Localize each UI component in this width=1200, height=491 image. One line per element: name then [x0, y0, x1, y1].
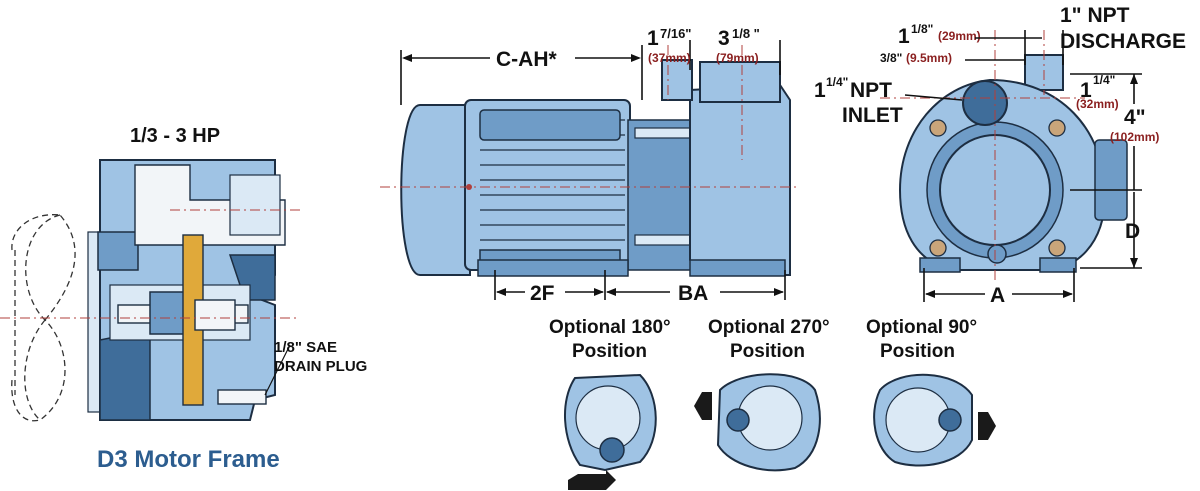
bolt-bottom-right: [1048, 239, 1066, 257]
dim-1-1-8-frac: 1/8": [911, 22, 933, 36]
dim-7-16-mm: (37mm): [648, 51, 691, 65]
bolt-bottom-left: [929, 239, 947, 257]
pump-base-foot: [689, 259, 786, 277]
d-label: D: [1125, 220, 1140, 243]
c-ah-arrow-right: [631, 54, 641, 62]
drain-plug: [217, 389, 267, 405]
optional-90-view: Optional 90° Position: [866, 317, 996, 467]
2f-arrow-right: [594, 288, 604, 296]
dim-1-1-4-main: 1: [1080, 79, 1092, 102]
optional-90-line2: Position: [880, 341, 955, 362]
optional-270-line1: Optional 270°: [708, 317, 830, 338]
bolt-top-right: [1048, 119, 1066, 137]
front-base-foot-right: [1039, 257, 1077, 273]
2f-label: 2F: [530, 282, 555, 305]
dim-4-arrow-top: [1130, 74, 1138, 84]
hp-label: 1/3 - 3 HP: [130, 125, 220, 147]
optional-90-line1: Optional 90°: [866, 317, 977, 338]
discharge-label-line1: 1" NPT: [1060, 4, 1130, 27]
dim-3-8: 3/8": [880, 51, 902, 65]
side-boss: [1094, 139, 1128, 221]
bolt-top-left: [929, 119, 947, 137]
dim-1-1-8-mm: (29mm): [938, 29, 981, 43]
optional-270-view: Optional 270° Position: [694, 317, 830, 472]
motor-end-bell: [400, 104, 471, 276]
optional-180-view: Optional 180° Position: [549, 317, 671, 490]
dim-4: 4": [1124, 106, 1146, 129]
c-ah-label: C-AH*: [496, 48, 557, 71]
pump-side-view: C-AH* 1 7/16" (37mm) 3 1/8 " (79mm) 2F B…: [380, 26, 800, 305]
dim-1-1-4-frac: 1/4": [1093, 73, 1115, 87]
a-label: A: [990, 284, 1005, 307]
inlet-frac: 1/4": [826, 75, 848, 89]
inlet-word: INLET: [842, 104, 903, 127]
discharge-arrow-down: [568, 470, 616, 490]
drain-plug-front: [987, 244, 1007, 264]
inlet-opening: [962, 80, 1008, 126]
inlet-leader: [904, 94, 963, 101]
dim-4-mm: (102mm): [1110, 130, 1159, 144]
ba-arrow-right: [774, 288, 784, 296]
motor-frame-title: D3 Motor Frame: [97, 446, 280, 473]
a-arrow-right: [1063, 290, 1073, 298]
dim-3-8-mm: (9.5mm): [906, 51, 952, 65]
2f-arrow-left: [496, 288, 506, 296]
drain-plug-label-line1: 1/8" SAE: [274, 339, 337, 356]
d-arrow-bottom: [1130, 258, 1138, 268]
casing-dark-section: [99, 329, 151, 421]
pump-volute-side: [689, 83, 791, 276]
dim-1-1-8-main: 1: [898, 25, 910, 48]
dim-7-16-main: 1: [647, 27, 659, 50]
dim-3-1-8-mm: (79mm): [716, 51, 759, 65]
volute-180-inlet: [599, 437, 625, 463]
discharge-neck: [661, 59, 693, 101]
c-ah-arrow-left: [402, 54, 412, 62]
optional-180-line1: Optional 180°: [549, 317, 671, 338]
dim-3-1-8-main: 3: [718, 27, 730, 50]
motor-adapter: [627, 119, 699, 271]
tie-rod-top: [634, 127, 694, 139]
volute-90-inlet: [938, 408, 962, 432]
dim-3-1-8-frac: 1/8 ": [732, 26, 760, 41]
discharge-arrow-right: [978, 412, 996, 440]
inlet-npt: NPT: [850, 79, 892, 102]
motor-base-foot: [477, 259, 629, 277]
inlet-main: 1: [814, 79, 826, 102]
drain-plug-label-line2: DRAIN PLUG: [274, 358, 367, 375]
optional-positions: Optional 180° Position Optional 270° Pos…: [549, 317, 996, 490]
junction-box: [479, 109, 621, 141]
volute-270-inlet: [726, 408, 750, 432]
a-arrow-left: [925, 290, 935, 298]
inlet-port-cutaway: [229, 174, 281, 236]
ba-label: BA: [678, 282, 708, 305]
tie-rod-bottom: [634, 234, 694, 246]
dim-7-16-frac: 7/16": [660, 26, 691, 41]
discharge-arrow-left: [694, 392, 712, 420]
fan-blade-outline: [11, 214, 76, 422]
ba-arrow-left: [606, 288, 616, 296]
motor-frame-cutaway: 1/3 - 3 HP 1/8" SAE DRAIN PLUG D3 Motor …: [0, 125, 367, 473]
dim-1-1-4-mm: (32mm): [1076, 97, 1119, 111]
casing-flange: [97, 231, 139, 271]
drain-leader-line: [264, 344, 291, 396]
optional-270-line2: Position: [730, 341, 805, 362]
impeller-eye: [194, 299, 236, 331]
optional-180-line2: Position: [572, 341, 647, 362]
inlet-neck: [699, 61, 781, 103]
pump-front-view: 1" NPT DISCHARGE 1 1/8" (29mm) 3/8" (9.5…: [814, 4, 1186, 307]
discharge-label-line2: DISCHARGE: [1060, 30, 1186, 53]
front-base-foot-left: [919, 257, 961, 273]
